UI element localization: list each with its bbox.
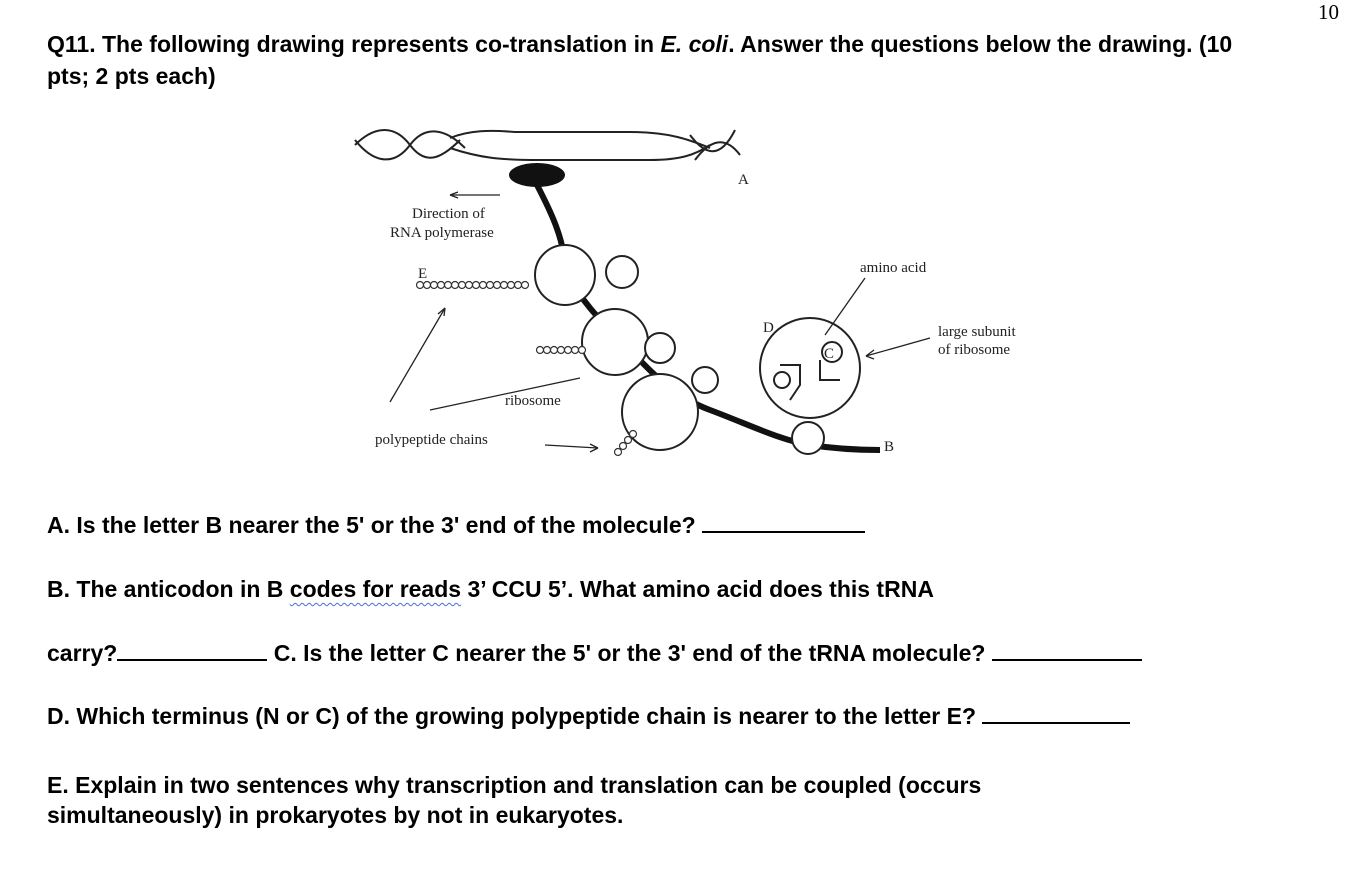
dna-strand-2 — [354, 130, 466, 161]
small-subunit-ribosome — [791, 421, 825, 455]
dna-strand-4 — [449, 144, 711, 161]
question-number: Q11 — [47, 31, 90, 57]
amino-acid-leader — [824, 277, 866, 336]
ribosome-small-2 — [581, 308, 649, 376]
question-e-line2: simultaneously) in prokaryotes by not in… — [47, 802, 624, 828]
label-e: E — [418, 266, 427, 282]
polypeptide-leader-1 — [389, 307, 446, 403]
ribosome-small-1 — [534, 244, 596, 306]
question-c-text: C. Is the letter C nearer the 5' or the … — [273, 640, 986, 666]
large-subunit-ribosome — [759, 317, 861, 419]
dna-strand-6 — [694, 141, 741, 161]
dna-strand-3 — [449, 129, 711, 149]
question-e-line1: E. Explain in two sentences why transcri… — [47, 772, 982, 798]
label-b: B — [884, 439, 894, 455]
title-organism: E. coli — [660, 31, 729, 57]
page-number: 10 — [1318, 0, 1339, 24]
answer-blank-c[interactable] — [991, 639, 1142, 661]
label-large-subunit-2: of ribosome — [938, 342, 1010, 358]
question-d: D. Which terminus (N or C) of the growin… — [47, 701, 1131, 731]
polypeptide-chain-1 — [415, 280, 530, 290]
ribosome-large-1 — [605, 255, 639, 289]
question-b: B. The anticodon in B codes for reads 3’… — [47, 574, 934, 604]
polypeptide-chain-2 — [535, 345, 587, 355]
polypeptide-leader-3 — [544, 444, 599, 449]
question-a: A. Is the letter B nearer the 5' or the … — [47, 510, 866, 540]
answer-blank-d[interactable] — [982, 702, 1131, 724]
label-polypeptide-chains: polypeptide chains — [375, 432, 488, 448]
label-d: D — [763, 320, 774, 336]
answer-blank-a[interactable] — [702, 511, 866, 533]
question-b-text: B. The anticodon in B — [47, 576, 290, 602]
title-text: . The following drawing represents co-tr… — [89, 31, 661, 57]
ribosome-small-3 — [621, 373, 699, 451]
question-title: Q11. The following drawing represents co… — [47, 28, 1267, 92]
question-b-text-end: 3’ CCU 5’. What amino acid does this tRN… — [461, 576, 934, 602]
label-ribosome: ribosome — [505, 393, 561, 409]
label-direction-2: RNA polymerase — [390, 225, 494, 241]
label-c: C — [824, 346, 834, 362]
trna-shape — [773, 341, 843, 401]
question-b-c-line: carry? C. Is the letter C nearer the 5' … — [47, 638, 1142, 668]
label-amino-acid: amino acid — [860, 260, 927, 276]
co-translation-diagram: A Direction of RNA polymerase E D C B am… — [354, 129, 1016, 457]
ribosome-large-2 — [644, 332, 676, 364]
question-d-text: D. Which terminus (N or C) of the growin… — [47, 703, 977, 729]
label-direction-1: Direction of — [412, 206, 485, 222]
label-a: A — [738, 172, 749, 188]
polypeptide-leader-2 — [429, 377, 581, 411]
large-subunit-leader — [865, 337, 931, 357]
question-b-underlined: codes for reads — [289, 576, 462, 602]
answer-blank-b[interactable] — [117, 639, 268, 661]
title-text-end: . Answer the questions below the drawing… — [47, 31, 1233, 89]
rna-polymerase — [509, 163, 565, 187]
question-a-text: A. Is the letter B nearer the 5' or the … — [47, 512, 696, 538]
polypeptide-chain-3 — [613, 429, 638, 457]
dna-strand-5 — [689, 129, 736, 153]
question-b-carry: carry? — [47, 640, 118, 666]
label-large-subunit-1: large subunit — [938, 324, 1016, 340]
ribosome-large-3 — [691, 366, 719, 394]
